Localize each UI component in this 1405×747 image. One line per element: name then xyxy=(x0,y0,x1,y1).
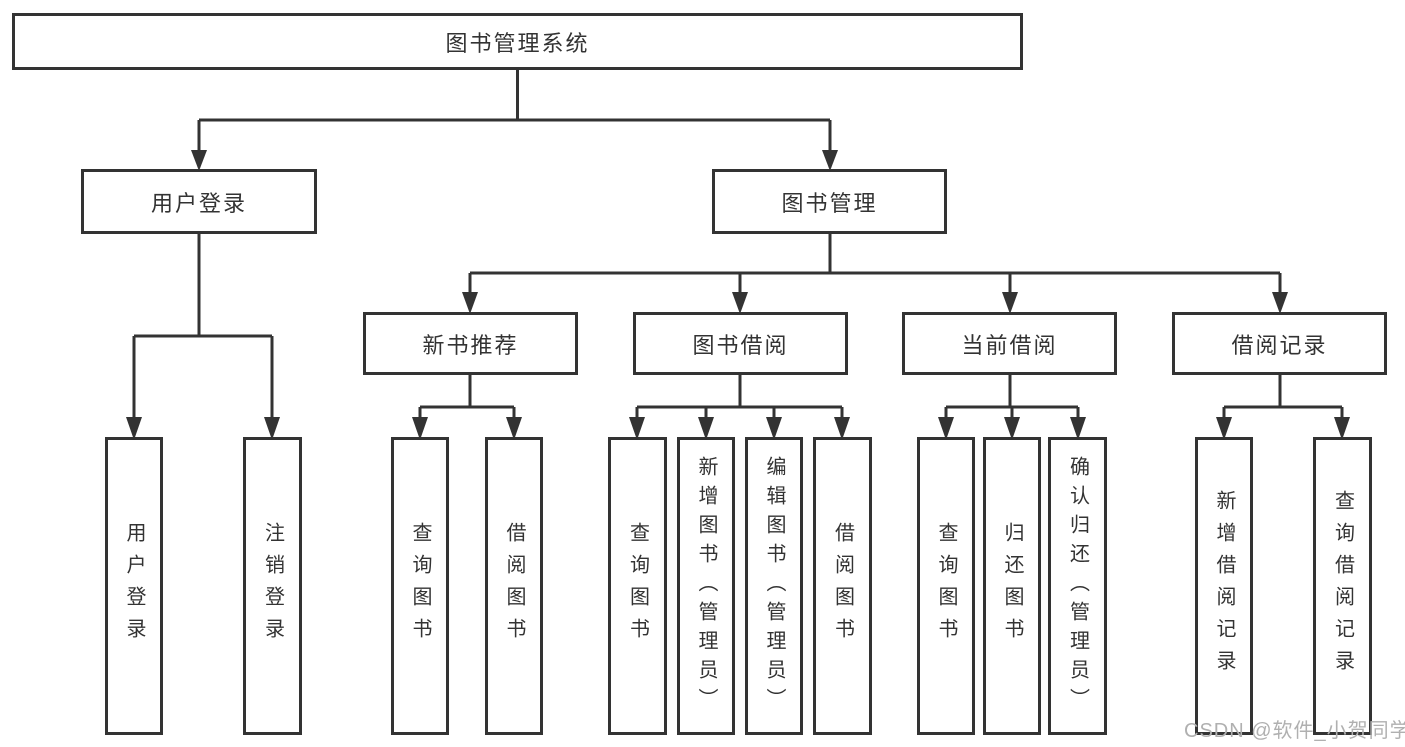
node-leaf-query-books: 查询图书 xyxy=(391,437,449,735)
connector-root-to-level2 xyxy=(197,69,832,152)
connector-current-borrowing-to-leaves xyxy=(944,375,1080,419)
arrowhead-icon xyxy=(1272,292,1288,314)
node-book-borrowing: 图书借阅 xyxy=(633,312,848,375)
leaf-label: 归还图书 xyxy=(1001,522,1023,650)
node-current-borrowing: 当前借阅 xyxy=(902,312,1117,375)
leaf-label: 借阅图书 xyxy=(831,522,854,650)
node-leaf-return-books: 归还图书 xyxy=(983,437,1041,735)
leaf-label: 新增借阅记录 xyxy=(1213,490,1235,682)
connector-book-borrowing-to-leaves xyxy=(635,375,844,419)
leaf-label: 用户登录 xyxy=(123,522,145,650)
connector-user-login-to-leaves xyxy=(132,234,274,419)
connector-borrowing-records-to-leaves xyxy=(1222,375,1344,419)
node-leaf-query-borrow-record: 查询借阅记录 xyxy=(1313,437,1372,735)
node-leaf-borrow-books: 借阅图书 xyxy=(813,437,872,735)
arrowhead-icon xyxy=(732,292,748,314)
node-leaf-query-books: 查询图书 xyxy=(608,437,667,735)
arrowhead-icon xyxy=(822,150,838,171)
leaf-label: 查询图书 xyxy=(935,522,957,650)
node-library-management-system: 图书管理系统 xyxy=(12,13,1023,70)
leaf-label: 编辑图书（管理员） xyxy=(763,455,785,717)
node-leaf-borrow-books: 借阅图书 xyxy=(485,437,543,735)
arrowhead-icon xyxy=(1002,292,1018,314)
node-user-login: 用户登录 xyxy=(81,169,317,234)
node-leaf-logout: 注销登录 xyxy=(243,437,302,735)
leaf-label: 查询图书 xyxy=(409,522,431,650)
node-borrowing-records: 借阅记录 xyxy=(1172,312,1387,375)
connector-book-management-to-level3 xyxy=(468,234,1282,294)
node-leaf-edit-books-admin: 编辑图书（管理员） xyxy=(745,437,803,735)
arrowhead-icon xyxy=(191,150,207,171)
node-leaf-confirm-return-admin: 确认归还（管理员） xyxy=(1048,437,1107,735)
leaf-label: 查询借阅记录 xyxy=(1331,490,1354,682)
node-leaf-add-books-admin: 新增图书（管理员） xyxy=(677,437,735,735)
leaf-label: 新增图书（管理员） xyxy=(695,455,717,717)
leaf-label: 借阅图书 xyxy=(503,522,525,650)
node-leaf-query-books: 查询图书 xyxy=(917,437,975,735)
node-leaf-add-borrow-record: 新增借阅记录 xyxy=(1195,437,1253,735)
arrowhead-icon xyxy=(462,292,478,314)
node-book-management: 图书管理 xyxy=(712,169,947,234)
leaf-label: 注销登录 xyxy=(261,522,284,650)
node-leaf-user-login: 用户登录 xyxy=(105,437,163,735)
leaf-label: 确认归还（管理员） xyxy=(1066,455,1089,717)
leaf-label: 查询图书 xyxy=(626,522,649,650)
connector-new-book-to-leaves xyxy=(418,375,516,419)
node-new-book-recommendation: 新书推荐 xyxy=(363,312,578,375)
csdn-watermark: CSDN @软件_小贺同学 xyxy=(1184,720,1405,742)
